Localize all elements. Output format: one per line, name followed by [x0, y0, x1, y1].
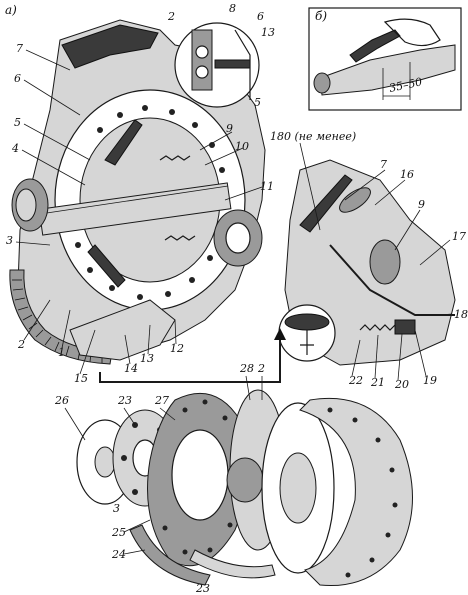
part-23-lower-arc	[189, 549, 276, 579]
pedal-pad	[339, 187, 371, 213]
callout-19: 19	[423, 374, 437, 387]
leader-lines	[15, 49, 453, 555]
inset-b-pedal-freeplay	[308, 7, 462, 111]
callout-23: 23	[117, 394, 132, 407]
callout-2-inset: 2	[167, 10, 175, 23]
callout-22: 22	[348, 374, 363, 387]
callout-11: 11	[260, 180, 274, 193]
callout-9-right: 9	[418, 198, 425, 211]
housing-top-fin	[61, 24, 159, 69]
callout-14: 14	[124, 362, 138, 375]
callout-labels: а) б) 35–50 180 (не менее) 7 6 5 4 3 2 1…	[5, 2, 468, 595]
callout-4: 4	[11, 142, 19, 155]
reference-arrow	[99, 335, 281, 383]
callout-9: 9	[226, 122, 233, 135]
dim-min-travel: 180 (не менее)	[270, 130, 356, 143]
callout-12: 12	[170, 342, 184, 355]
panel-label-b: б)	[315, 9, 327, 23]
callout-2-exploded: 2	[257, 362, 265, 375]
callout-26: 26	[54, 394, 69, 407]
detail-inset-circle	[174, 22, 260, 108]
part-24-arc	[129, 524, 211, 586]
adjuster-block	[394, 319, 416, 335]
reference-arrowhead	[274, 328, 286, 340]
callout-28: 28	[239, 362, 254, 375]
callout-21: 21	[370, 376, 385, 389]
callout-20: 20	[394, 378, 409, 391]
callout-13: 13	[140, 352, 154, 365]
callout-25: 25	[111, 526, 126, 539]
release-lever-upper	[104, 119, 143, 166]
pedal-arm	[299, 174, 353, 233]
return-spring	[359, 324, 396, 331]
callout-13-inset: 13	[261, 26, 275, 39]
callout-5: 5	[14, 116, 21, 129]
callout-7-right: 7	[380, 158, 387, 171]
panel-label-a: а)	[5, 3, 17, 17]
shaft-centerline	[39, 185, 229, 215]
callout-24: 24	[111, 548, 126, 561]
callout-3-exploded: 3	[113, 502, 120, 515]
callout-2: 2	[17, 338, 25, 351]
release-lever-lower	[87, 244, 126, 288]
callout-23-lower: 23	[195, 582, 210, 595]
splined-hub-bore	[225, 222, 251, 254]
exploded-view	[76, 389, 413, 587]
pressure-springs	[159, 155, 196, 241]
bearing-stub-face	[15, 188, 37, 222]
callout-5-inset: 5	[254, 96, 261, 109]
callout-1: 1	[58, 346, 65, 359]
callout-6: 6	[14, 72, 21, 85]
callout-6-inset: 6	[257, 10, 264, 23]
callout-7: 7	[16, 42, 23, 55]
callout-15: 15	[74, 372, 88, 385]
callout-27: 27	[154, 394, 169, 407]
flywheel-housing	[299, 397, 413, 587]
callout-18: 18	[454, 308, 468, 321]
pedal-rod	[329, 244, 455, 316]
release-fork	[369, 239, 401, 285]
adjuster-detail-circle	[278, 304, 336, 362]
callout-8: 8	[229, 2, 236, 15]
callout-16: 16	[400, 168, 414, 181]
callout-3: 3	[6, 234, 13, 247]
callout-17: 17	[452, 230, 466, 243]
